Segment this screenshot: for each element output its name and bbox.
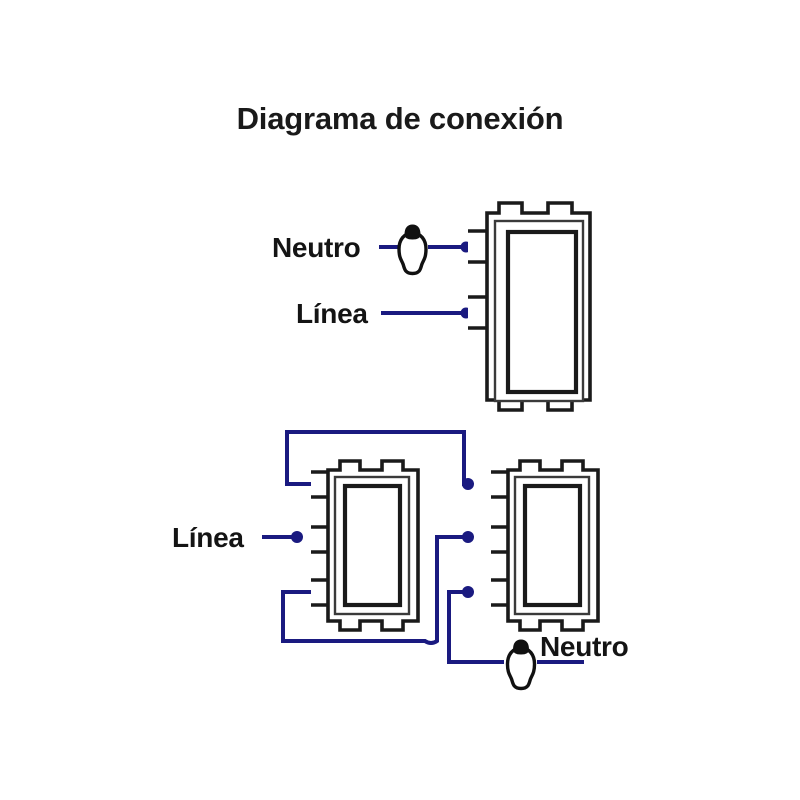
wire-dot-traveler-top xyxy=(462,478,474,490)
wire-right-switch-to-lamp xyxy=(447,590,504,664)
label-linea-top: Línea xyxy=(296,298,368,329)
wire-dot-right-switch-bottom xyxy=(462,586,474,598)
light-bulb-top xyxy=(397,224,428,276)
switch-rocker-right[interactable] xyxy=(522,483,583,608)
single-pole-switch[interactable] xyxy=(485,201,592,412)
three-way-switch-right[interactable] xyxy=(506,459,600,632)
label-linea-bottom: Línea xyxy=(172,522,244,553)
page-title: Diagrama de conexión xyxy=(237,101,564,136)
top-circuit: Neutro Línea xyxy=(272,201,592,412)
light-bulb-bottom xyxy=(505,639,537,691)
switch-rocker-top[interactable] xyxy=(505,229,579,395)
label-neutro-bottom: Neutro xyxy=(540,631,629,662)
three-way-switch-left[interactable] xyxy=(326,459,420,632)
wire-dot-traveler-bottom xyxy=(462,531,474,543)
bottom-circuit: Línea Neutro xyxy=(172,430,629,691)
wire-dot-linea-bottom xyxy=(291,531,303,543)
switch-rocker-left[interactable] xyxy=(342,483,403,608)
label-neutro-top: Neutro xyxy=(272,232,361,263)
wire-traveler-bottom xyxy=(281,535,472,645)
